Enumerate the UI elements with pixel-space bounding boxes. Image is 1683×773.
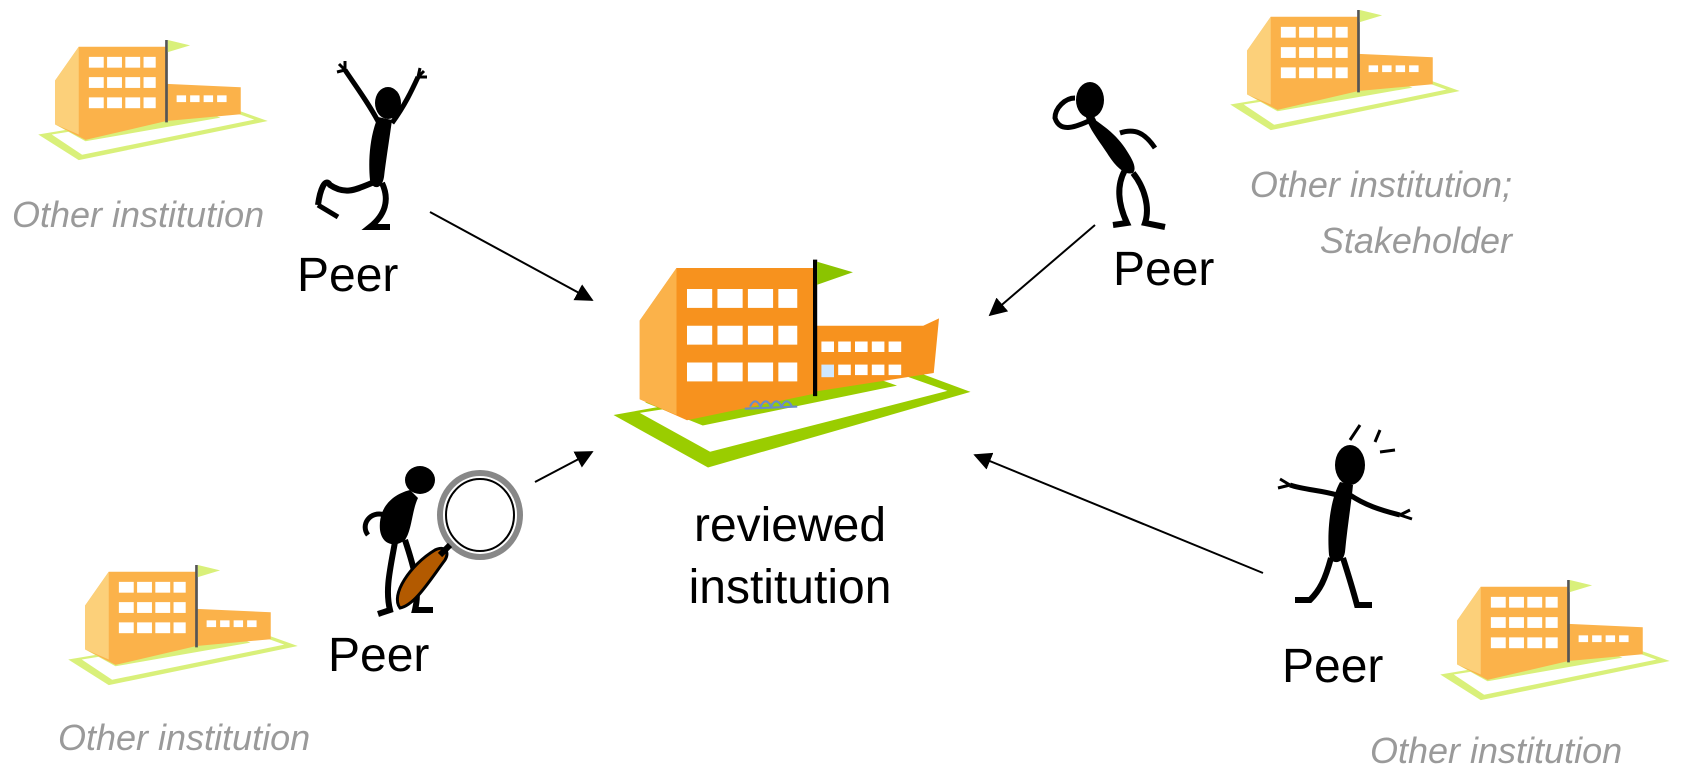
building-icon	[1440, 580, 1670, 701]
center-label-line1: reviewed	[693, 499, 887, 552]
peer-figure-icon	[362, 466, 523, 617]
institution-label-line1: Other institution;	[1249, 164, 1512, 205]
building-icon	[613, 259, 971, 468]
arrow-icon	[973, 452, 1264, 574]
peer-figure-icon	[1277, 424, 1413, 608]
arrow-icon	[429, 211, 594, 301]
building-icon	[38, 40, 268, 161]
institution-label-line2: Stakeholder	[1319, 220, 1512, 261]
peer-label: Peer	[328, 629, 430, 682]
building-icon	[1230, 10, 1460, 131]
institution-label: Other institution	[1370, 730, 1623, 771]
peer-label: Peer	[1113, 243, 1215, 296]
peer-figure-icon	[315, 61, 427, 230]
institution-label: Other institution	[12, 194, 265, 235]
peer-label: Peer	[1282, 640, 1384, 693]
center-label: reviewed institution	[640, 495, 940, 619]
arrow-icon	[534, 451, 594, 483]
magnifying-glass-icon	[395, 470, 523, 610]
center-label-line2: institution	[688, 561, 892, 614]
institution-label: Other institution	[58, 717, 311, 758]
building-icon	[68, 565, 298, 686]
peer-label: Peer	[297, 249, 399, 302]
arrow-icon	[988, 224, 1096, 317]
peer-figure-icon	[1052, 82, 1166, 230]
institution-label: Other institution; Stakeholder	[1195, 157, 1512, 269]
